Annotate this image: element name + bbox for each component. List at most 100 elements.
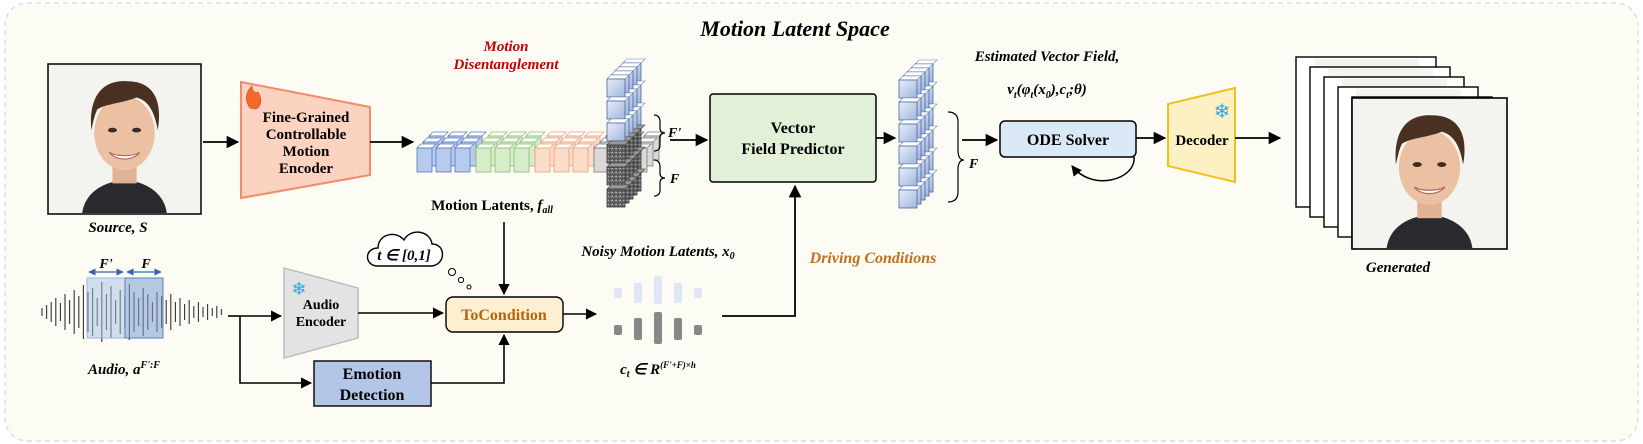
source-label: Source, S	[88, 220, 147, 236]
label-f-1: F	[669, 172, 680, 187]
noisy-bar-light	[654, 276, 662, 304]
stack-cube-top	[910, 63, 934, 69]
latent-stack-input	[606, 58, 646, 208]
diagram-title: Motion Latent Space	[699, 16, 890, 41]
stack-cube-top	[898, 119, 922, 125]
audio-window-f-prime	[86, 277, 126, 339]
disentangle-label-1: Motion	[482, 39, 528, 55]
noisy-label: Noisy Motion Latents, x0	[580, 244, 734, 262]
stack-cube-top	[898, 141, 922, 147]
noise-cube	[606, 188, 626, 208]
time-cloud	[366, 231, 472, 290]
stack-cube-top	[902, 71, 926, 77]
noisy-bar-dark	[674, 318, 682, 340]
latent-cube	[606, 78, 626, 98]
generated-frames	[1295, 56, 1508, 250]
stack-cube-top	[606, 96, 630, 102]
stack-cube-top	[898, 163, 922, 169]
encoder-label-3: Motion	[283, 144, 330, 160]
generated-face-front	[1352, 98, 1507, 249]
stack-cube-top	[622, 58, 646, 64]
audio-window-label-f: F	[140, 257, 151, 272]
latent-cube	[416, 147, 433, 173]
latent-cube	[898, 79, 918, 99]
stack-cube-top	[898, 75, 922, 81]
audio-snowflake-icon: ❄	[291, 279, 306, 299]
latent-cube	[553, 147, 570, 173]
snowflake-icon: ❄	[1214, 101, 1231, 123]
latent-cube	[513, 147, 530, 173]
noisy-bar-light	[634, 283, 642, 303]
latent-cube	[475, 147, 492, 173]
label-f-prime-1: F'	[667, 126, 681, 141]
stack-cube-top	[610, 70, 634, 76]
vfp-label-1: Vector	[771, 120, 816, 137]
generated-label: Generated	[1366, 260, 1431, 276]
stack-cube-top	[606, 184, 630, 190]
latent-cube	[435, 147, 452, 173]
latent-cube	[494, 147, 511, 173]
stack-cube-top	[606, 118, 630, 124]
latent-cube	[572, 147, 589, 173]
arrow-audio-emotion	[239, 316, 313, 389]
stack-cube-top	[606, 140, 630, 146]
ode-label: ODE Solver	[1027, 132, 1109, 149]
vector-field-predictor	[709, 93, 877, 183]
latent-cube	[606, 122, 626, 142]
noisy-latent-bars	[614, 276, 702, 344]
time-label: t ∈ [0,1]	[377, 248, 430, 264]
stack-cube-top	[606, 74, 630, 80]
est-field-label-1: Estimated Vector Field,	[974, 49, 1120, 65]
fire-icon	[246, 85, 262, 110]
brace-f-output	[947, 111, 965, 203]
stack-cube-top	[618, 62, 642, 68]
disentangle-label-2: Disentanglement	[452, 57, 559, 73]
encoder-label-4: Encoder	[279, 161, 334, 177]
encoder-label-2: Controllable	[266, 127, 347, 143]
vfp-label-2: Field Predictor	[741, 141, 844, 158]
stack-cube-top	[606, 162, 630, 168]
brace-f	[653, 159, 666, 197]
audio-encoder-label-2: Encoder	[296, 315, 347, 330]
arrow-driving-vfp	[722, 184, 802, 317]
ode-loop-arrow	[1071, 156, 1135, 182]
stack-cube-top	[898, 97, 922, 103]
label-f-2: F	[968, 157, 979, 172]
est-field-label-2: vt(φt(x0),ct;θ)	[1007, 82, 1086, 101]
stack-cube-top	[898, 185, 922, 191]
audio-encoder	[283, 267, 359, 359]
noise-cube	[606, 166, 626, 186]
noisy-bar-light	[614, 288, 622, 298]
audio-window-f	[124, 277, 164, 339]
stack-cube-top	[914, 59, 938, 65]
noisy-bar-dark	[614, 325, 622, 335]
emotion-label-1: Emotion	[343, 366, 402, 383]
stack-cube-top	[906, 67, 930, 73]
audio-label: Audio, aF':F	[87, 360, 160, 378]
driving-label: Driving Conditions	[809, 250, 937, 267]
emotion-label-2: Detection	[340, 387, 405, 404]
latents-label: Motion Latents, fall	[431, 198, 553, 216]
tocondition-label: ToCondition	[461, 307, 547, 324]
latent-stack-output	[898, 59, 938, 209]
ode-solver	[999, 120, 1137, 158]
noisy-bar-light	[694, 288, 702, 298]
audio-window-label-f-prime: F'	[98, 257, 112, 272]
encoder-label-1: Fine-Grained	[263, 110, 350, 126]
source-image	[47, 63, 202, 215]
latent-cube	[898, 145, 918, 165]
latent-cube	[898, 101, 918, 121]
noisy-bar-dark	[634, 318, 642, 340]
decoder-label: Decoder	[1175, 133, 1229, 149]
noisy-bar-light	[674, 283, 682, 303]
ct-label: ct ∈ R(F'+F)×h	[620, 360, 696, 380]
latent-cube	[534, 147, 551, 173]
latent-cube	[898, 189, 918, 209]
brace-f-prime	[653, 114, 666, 152]
latent-cube	[898, 167, 918, 187]
latent-cube	[454, 147, 471, 173]
stack-cube-top	[614, 66, 638, 72]
noise-cube	[606, 144, 626, 164]
audio-encoder-label-1: Audio	[303, 298, 340, 313]
